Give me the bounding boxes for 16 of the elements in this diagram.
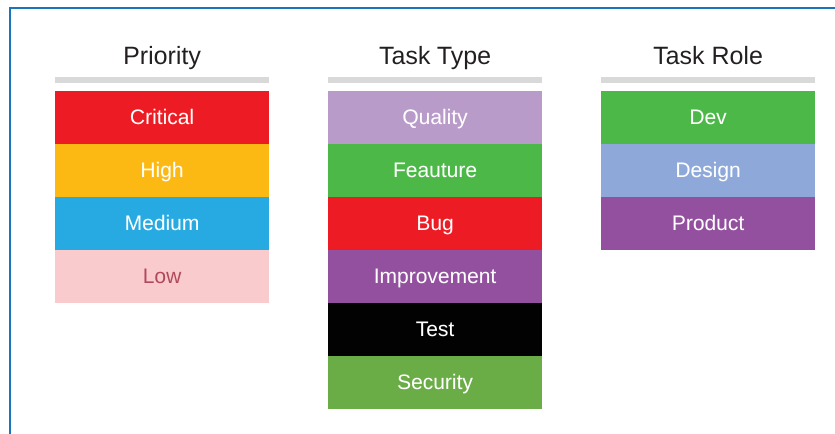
tag-label: Medium xyxy=(124,210,200,237)
column-heading: Priority xyxy=(122,41,202,72)
tag-label: Bug xyxy=(416,210,454,237)
tag-label: Security xyxy=(397,370,473,396)
tag-label: Critical xyxy=(130,104,194,131)
tag-label: Design xyxy=(675,158,741,184)
tag-label: Product xyxy=(672,210,744,237)
tag-label: Improvement xyxy=(374,264,496,290)
column-heading: Task Type xyxy=(378,41,492,72)
tag-label: Low xyxy=(142,264,182,290)
tag-label: High xyxy=(140,158,184,184)
tag-label: Feauture xyxy=(392,158,478,184)
tag-label: Dev xyxy=(689,104,727,131)
tag-label: Test xyxy=(416,316,454,343)
column-heading: Task Role xyxy=(652,41,764,72)
tag-label: Quality xyxy=(402,104,468,131)
